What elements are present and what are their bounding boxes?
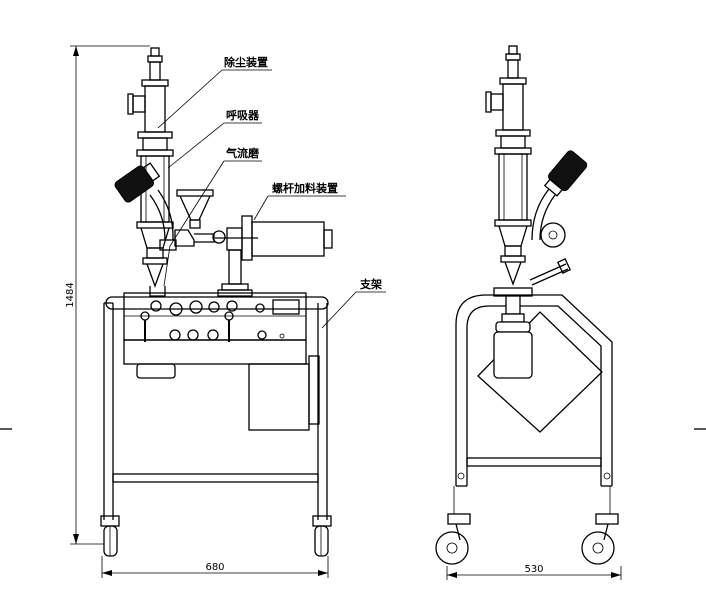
front-stand-frame (103, 296, 329, 520)
side-width-label: 530 (524, 564, 543, 575)
height-dimension: 1484 (65, 45, 150, 545)
front-motor (114, 162, 177, 251)
front-width-label: 680 (205, 562, 224, 573)
svg-text:除尘装置: 除尘装置 (224, 55, 268, 69)
side-stand-frame (455, 287, 613, 487)
front-caster-left (100, 515, 120, 557)
svg-text:气流磨: 气流磨 (225, 146, 260, 160)
collector-bottle (136, 363, 176, 379)
side-dust-removal-column (485, 45, 531, 149)
label-stand: 支架 (321, 277, 386, 329)
label-screw-feeder: 螺杆加料装置 (253, 181, 346, 221)
svg-text:支架: 支架 (359, 277, 382, 291)
jet-mill-hopper (174, 189, 226, 247)
side-breather-filter (494, 147, 532, 286)
label-jet-mill: 气流磨 (163, 146, 262, 287)
front-width-dimension: 680 (101, 556, 329, 578)
dust-removal-column (127, 47, 173, 151)
control-panel (123, 292, 307, 365)
side-collector-bottle (493, 295, 533, 379)
side-feed-arm (529, 258, 572, 286)
height-dimension-label: 1484 (65, 282, 76, 307)
svg-text:螺杆加料装置: 螺杆加料装置 (272, 181, 338, 195)
side-width-dimension: 530 (446, 564, 622, 580)
front-outlet-pipe (149, 286, 166, 297)
label-breather: 呼吸器 (167, 108, 262, 169)
side-view (435, 45, 619, 565)
side-caster-right (581, 513, 619, 565)
svg-text:呼吸器: 呼吸器 (226, 108, 260, 122)
label-dust-removal: 除尘装置 (157, 55, 272, 129)
electrical-box (248, 355, 320, 431)
front-caster-right (312, 515, 332, 557)
side-caster-left (435, 513, 471, 565)
front-view (100, 47, 333, 557)
screw-feeder-unit (215, 215, 333, 297)
side-motor (531, 150, 588, 248)
